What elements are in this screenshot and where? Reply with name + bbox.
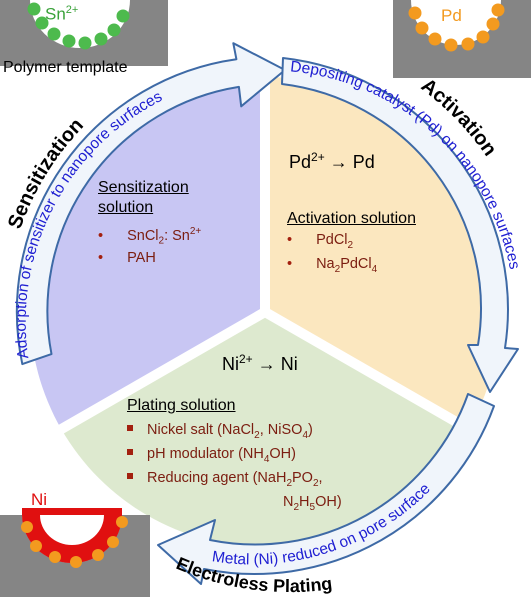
plating-item-2: pH modulator (NH4OH) xyxy=(127,446,296,465)
plating-solution-label: Plating solution xyxy=(127,397,236,414)
template-label: Polymer template xyxy=(3,59,128,76)
sensitization-solution-label: Sensitization solution xyxy=(98,179,189,216)
pd-ion-label: Pd xyxy=(441,6,462,25)
activation-solution-label: Activation solution xyxy=(287,210,416,227)
plating-item-1: Nickel salt (NaCl2, NiSO4) xyxy=(127,422,313,441)
activation-item-1: •PdCl2 xyxy=(287,232,354,251)
activation-reaction: Pd2+ → Pd xyxy=(289,150,375,172)
sensitization-item-1: •SnCl2: Sn2+ xyxy=(98,226,202,247)
plating-item-4: N2H5OH) xyxy=(283,494,342,513)
plating-reaction: Ni2+ → Ni xyxy=(222,352,298,374)
pd-template-illustration xyxy=(393,0,531,78)
sn-template-illustration xyxy=(0,0,168,66)
sector-dividers xyxy=(53,69,477,436)
plating-item-3: Reducing agent (NaH2PO2, xyxy=(127,470,323,489)
sensitization-item-2: •PAH xyxy=(98,250,156,266)
ni-ion-label: Ni xyxy=(31,490,48,509)
sn-ion-label: Sn2+ xyxy=(45,4,79,24)
activation-item-2: •Na2PdCl4 xyxy=(287,256,378,275)
plating-sector xyxy=(61,312,469,547)
ni-template-illustration xyxy=(0,508,150,597)
